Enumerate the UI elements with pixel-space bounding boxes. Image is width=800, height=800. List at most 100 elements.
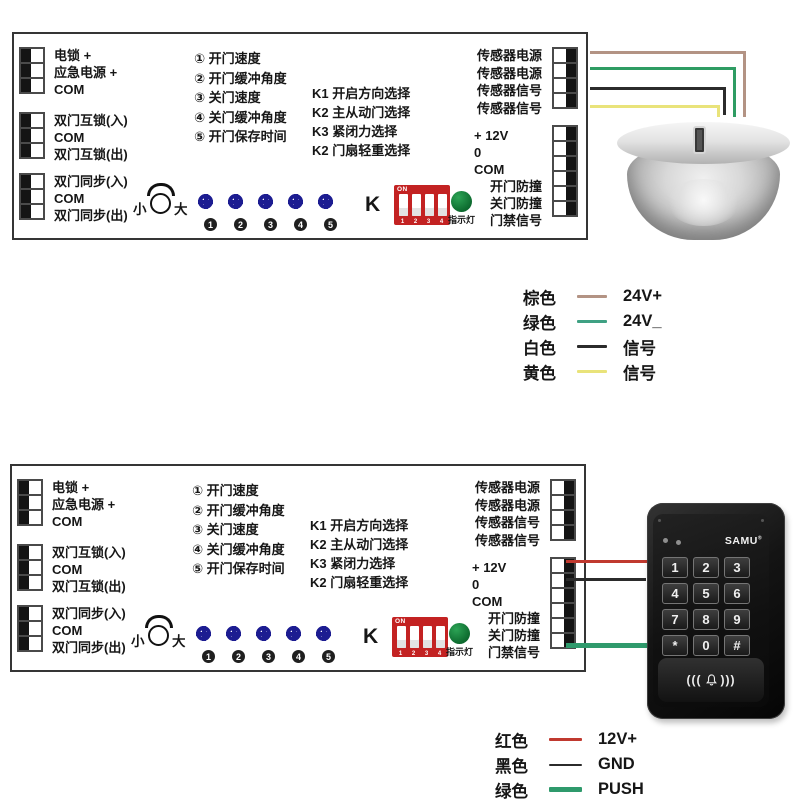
wire-red-12v (566, 560, 648, 563)
dip-switch: ON 1 2 3 4 (394, 185, 450, 225)
access-wire-legend: 红色 12V+ 黑色 GND 绿色 PUSH (495, 727, 644, 800)
wire-green-push (566, 643, 650, 648)
keypad-key: # (724, 635, 750, 656)
io-terminal-labels: + 12V 0 COM 开门防撞 关门防撞 门禁信号 (474, 127, 542, 229)
io-terminal-labels: + 12V 0 COM 开门防撞 关门防撞 门禁信号 (472, 559, 540, 661)
keypad-key: 3 (724, 557, 750, 578)
knob-arc-icon (147, 183, 175, 196)
screw-terminal (19, 77, 45, 94)
wire-green-horizontal (590, 67, 736, 70)
legend-row: 白色 信号 (523, 334, 662, 359)
pot-screw-icon (196, 626, 211, 641)
terminal-labels-interlock: 双门互锁(入) COM 双门互锁(出) (54, 112, 128, 163)
terminal-label: 关门防撞 (487, 628, 540, 643)
terminal-group-lock (17, 479, 43, 526)
keypad-key: 0 (693, 635, 719, 656)
indicator-led-icon (451, 191, 472, 212)
dip-number: 2 (413, 219, 418, 225)
screw-number-badge: 3 (264, 218, 277, 231)
dip-function-item: K2 主从动门选择 (310, 537, 409, 552)
dip-number: 3 (426, 219, 431, 225)
sensor-terminal-labels: 传感器电源 传感器电源 传感器信号 传感器信号 (477, 47, 542, 117)
registered-mark: ® (757, 535, 762, 542)
keypad-key: 1 (662, 557, 688, 578)
pot-screw-icon (258, 194, 273, 209)
wire-function: 24V_ (623, 312, 662, 330)
sensor-terminal-labels: 传感器电源 传感器电源 传感器信号 传感器信号 (475, 479, 540, 549)
wire-color-name: 黑色 (495, 757, 528, 776)
screw-terminal (17, 574, 43, 591)
terminal-label: 双门互锁(入) (52, 545, 126, 560)
terminal-group-sensor (552, 47, 578, 109)
wire-color-name: 红色 (495, 732, 528, 751)
dip-number: 1 (398, 651, 403, 657)
terminal-label: + 12V (472, 560, 507, 575)
terminal-label: COM (472, 594, 503, 609)
terminal-label: 电锁 + (52, 480, 90, 495)
dip-function-item: K1 开启方向选择 (310, 518, 409, 533)
sound-wave-right: ))) (720, 673, 736, 687)
screw-number-badge: 1 (204, 218, 217, 231)
adjustment-item: ③ 关门速度 (194, 90, 261, 105)
screw-terminal (552, 185, 578, 202)
terminal-label: + 12V (474, 128, 509, 143)
dip-switch-lever (397, 626, 406, 648)
adjustment-item: ① 开门速度 (192, 483, 259, 498)
adjustment-item: ② 开门缓冲角度 (192, 502, 285, 518)
screw-terminal (19, 62, 45, 79)
screw-number-badge: 4 (292, 650, 305, 663)
pot-min-label: 小 (131, 634, 145, 649)
adjustment-item: ① 开门速度 (194, 51, 261, 66)
keypad-key: 7 (662, 609, 688, 630)
terminal-label: 双门同步(出) (52, 640, 126, 655)
wire-color-name: 绿色 (495, 782, 528, 800)
terminal-label: COM (54, 130, 85, 145)
terminal-label: 双门互锁(出) (52, 579, 126, 594)
keypad-key: 9 (724, 609, 750, 630)
terminal-label: 0 (474, 145, 482, 160)
screw-number-badge: 2 (234, 218, 247, 231)
screw-number-badge: 3 (262, 650, 275, 663)
keypad-led-icon (663, 538, 668, 543)
dip-switch-lever (399, 194, 408, 216)
knob-icon (150, 193, 171, 214)
dip-numbers: 1 2 3 4 (396, 219, 448, 225)
terminal-labels-interlock: 双门互锁(入) COM 双门互锁(出) (52, 544, 126, 595)
terminal-group-interlock (17, 544, 43, 591)
terminal-label: 传感器电源 (474, 497, 540, 513)
dip-number: 2 (411, 651, 416, 657)
legend-row: 红色 12V+ (495, 727, 644, 752)
terminal-label: 双门互锁(出) (54, 147, 128, 162)
terminal-label: 应急电源 + (54, 65, 118, 80)
adjustment-item: ⑤ 开门保存时间 (194, 129, 287, 144)
terminal-group-lock (19, 47, 45, 94)
screw-terminal (17, 635, 43, 652)
screw-terminal (552, 200, 578, 217)
terminal-label: COM (52, 514, 83, 529)
keypad-key: 2 (693, 557, 719, 578)
wire-swatch-icon (549, 763, 582, 766)
dip-switch-lever (436, 626, 445, 648)
sensor-indicator-slot (693, 126, 706, 154)
wire-function: 信号 (623, 364, 656, 383)
dip-switch-lever (423, 626, 432, 648)
motion-sensor (617, 122, 790, 240)
wire-swatch-icon (549, 787, 582, 792)
terminal-label: 开门防撞 (489, 179, 542, 194)
legend-row: 绿色 24V_ (523, 309, 662, 334)
terminal-label: 传感器信号 (474, 515, 540, 530)
dip-switch-lever (438, 194, 447, 216)
terminal-label: COM (474, 162, 505, 177)
screw-number-badge: 5 (322, 650, 335, 663)
bell-icon (705, 674, 717, 686)
indicator-led-label: 指示灯 (447, 215, 475, 225)
pot-screw-icon (256, 626, 271, 641)
terminal-label: 传感器信号 (476, 100, 542, 116)
pot-screw-icon (228, 194, 243, 209)
screw-number-badge: 4 (294, 218, 307, 231)
dip-switch-lever (410, 626, 419, 648)
wire-yellow-horizontal (590, 105, 720, 108)
legend-row: 黄色 信号 (523, 359, 662, 384)
wire-black-gnd (566, 578, 646, 581)
